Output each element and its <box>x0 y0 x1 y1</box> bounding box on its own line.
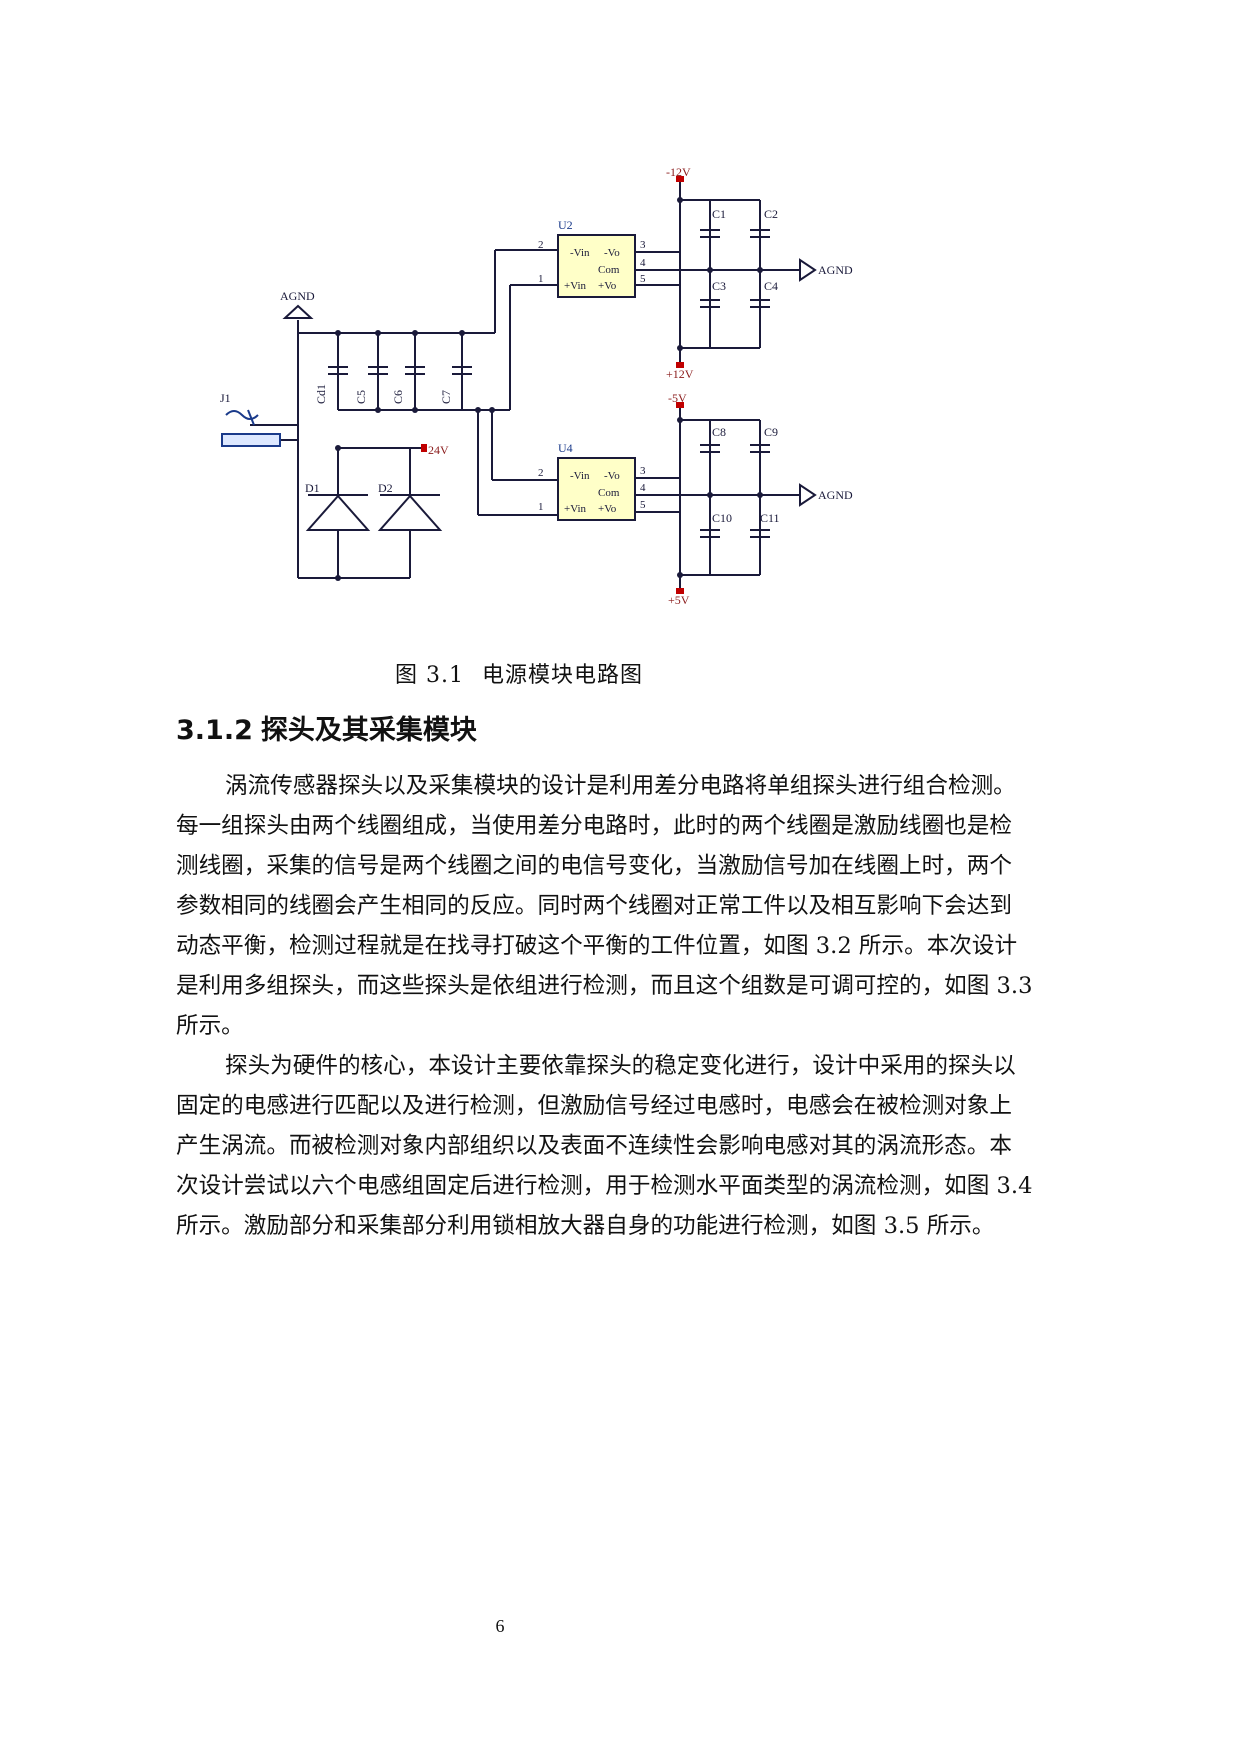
u2-pin-com: Com <box>598 264 620 276</box>
c8-label: C8 <box>712 425 726 439</box>
paragraph-line: 产生涡流。而被检测对象内部组织以及表面不连续性会影响电感对其的涡流形态。本 <box>176 1133 1012 1159</box>
c3-label: C3 <box>712 279 726 293</box>
paragraph-line: 所示。 <box>176 1013 244 1039</box>
paragraph-2: 探头为硬件的核心，本设计主要依靠探头的稳定变化进行，设计中采用的探头以 固定的电… <box>176 1046 1124 1246</box>
c1-label: C1 <box>712 207 726 221</box>
u4-label: U4 <box>558 441 573 455</box>
u4-module <box>557 457 636 521</box>
figure-number: 图 3.1 <box>395 663 464 688</box>
u2-pin-vo-plus: +Vo <box>598 280 617 292</box>
u4-pin4: 4 <box>640 482 646 494</box>
agnd-bottom-label: AGND <box>818 488 853 502</box>
paragraph-1: 涡流传感器探头以及采集模块的设计是利用差分电路将单组探头进行组合检测。 每一组探… <box>176 766 1124 1046</box>
c4-label: C4 <box>764 279 778 293</box>
figure-title: 电源模块电路图 <box>481 663 643 688</box>
paragraph-line: 测线圈，采集的信号是两个线圈之间的电信号变化，当激励信号加在线圈上时，两个 <box>176 853 1012 879</box>
c2-label: C2 <box>764 207 778 221</box>
c11-label: C11 <box>760 511 780 525</box>
minus5v-label: -5V <box>668 391 687 405</box>
u2-pin1: 1 <box>538 273 544 285</box>
plus5v-label: +5V <box>668 593 690 607</box>
page-number: 6 <box>495 1616 505 1636</box>
c5-label: C5 <box>354 390 368 404</box>
section-title: 探头及其采集模块 <box>260 715 477 746</box>
paragraph-line: 参数相同的线圈会产生相同的反应。同时两个线圈对正常工件以及相互影响下会达到 <box>176 893 1012 919</box>
u4-pin-vo-plus: +Vo <box>598 503 617 515</box>
u2-pin-vin-plus: +Vin <box>564 280 587 292</box>
u4-pin-vo-minus: -Vo <box>604 470 620 482</box>
circuit-svg: AGND J1 Cd1 C5 C6 C7 24V D1 D2 U2 U4 -12… <box>220 165 853 607</box>
paragraph-line: 涡流传感器探头以及采集模块的设计是利用差分电路将单组探头进行组合检测。 <box>225 773 1016 799</box>
c7-label: C7 <box>439 390 453 404</box>
u2-pin-vo-minus: -Vo <box>604 247 620 259</box>
d1-label: D1 <box>305 481 320 495</box>
cd1-label: Cd1 <box>314 384 328 404</box>
u4-pin-vin-minus: -Vin <box>570 470 590 482</box>
j1-label: J1 <box>220 391 231 405</box>
v24-label: 24V <box>428 443 449 457</box>
paragraph-line: 每一组探头由两个线圈组成，当使用差分电路时，此时的两个线圈是激励线圈也是检 <box>176 813 1012 839</box>
figure-caption: 图 3.1 电源模块电路图 <box>395 657 643 689</box>
u4-pin3: 3 <box>640 465 646 477</box>
paragraph-line: 次设计尝试以六个电感组固定后进行检测，用于检测水平面类型的涡流检测，如图 3.4 <box>176 1173 1033 1199</box>
u2-label: U2 <box>558 218 573 232</box>
section-number: 3.1.2 <box>176 715 253 746</box>
paragraph-line: 是利用多组探头，而这些探头是依组进行检测，而且这个组数是可调可控的，如图 3.3 <box>176 973 1033 999</box>
u2-pin3: 3 <box>640 239 646 251</box>
d2-label: D2 <box>378 481 393 495</box>
u4-pin2: 2 <box>538 467 544 479</box>
agnd-left-label: AGND <box>280 289 315 303</box>
u4-pin1: 1 <box>538 501 544 513</box>
paragraph-line: 动态平衡，检测过程就是在找寻打破这个平衡的工件位置，如图 3.2 所示。本次设计 <box>176 933 1018 959</box>
j1-connector <box>221 433 281 447</box>
agnd-top-label: AGND <box>818 263 853 277</box>
plus12v-label: +12V <box>666 367 694 381</box>
u4-pin-vin-plus: +Vin <box>564 503 587 515</box>
u4-pin-com: Com <box>598 487 620 499</box>
u2-module <box>557 234 636 298</box>
power-module-circuit-diagram: AGND J1 Cd1 C5 C6 C7 24V D1 D2 U2 U4 -12… <box>190 160 930 630</box>
u2-pin5: 5 <box>640 273 646 285</box>
paragraph-line: 固定的电感进行匹配以及进行检测，但激励信号经过电感时，电感会在被检测对象上 <box>176 1093 1012 1119</box>
c9-label: C9 <box>764 425 778 439</box>
u2-pin2: 2 <box>538 239 544 251</box>
paragraph-line: 所示。激励部分和采集部分利用锁相放大器自身的功能进行检测，如图 3.5 所示。 <box>176 1213 995 1239</box>
u2-pin4: 4 <box>640 257 646 269</box>
c6-label: C6 <box>391 390 405 404</box>
c10-label: C10 <box>712 511 732 525</box>
u2-pin-vin-minus: -Vin <box>570 247 590 259</box>
minus12v-label: -12V <box>666 165 691 179</box>
u4-pin5: 5 <box>640 499 646 511</box>
paragraph-line: 探头为硬件的核心，本设计主要依靠探头的稳定变化进行，设计中采用的探头以 <box>225 1053 1016 1079</box>
